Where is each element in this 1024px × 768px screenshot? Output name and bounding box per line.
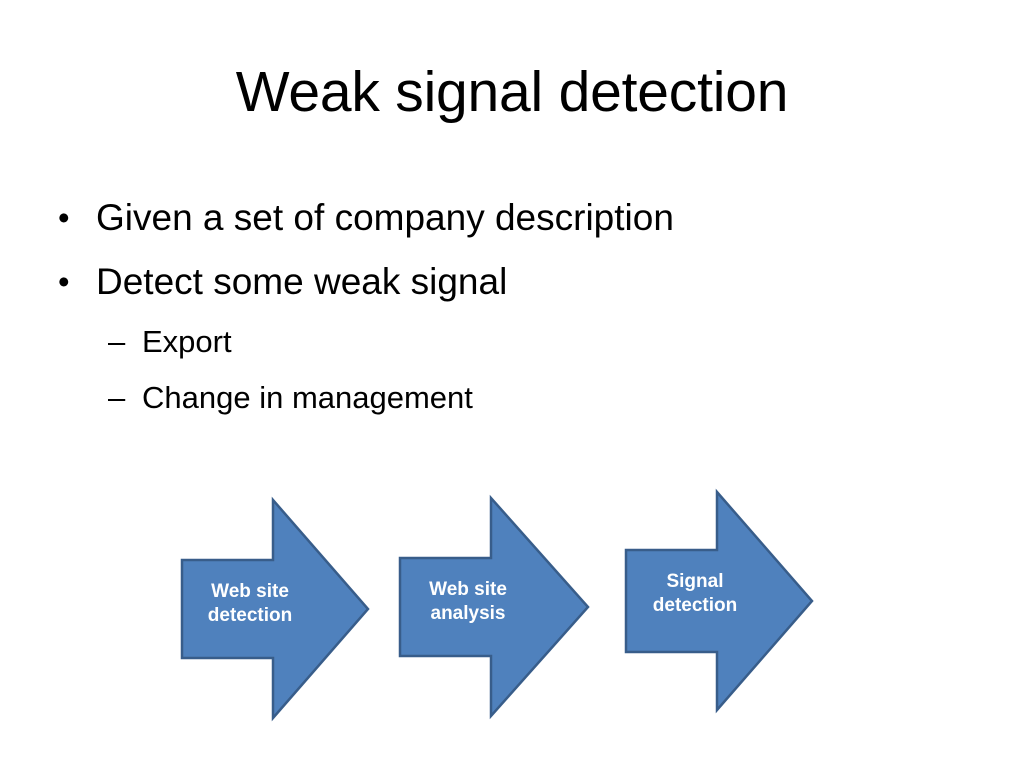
- list-item: • Given a set of company description: [58, 186, 958, 250]
- dash-marker-icon: –: [108, 324, 126, 359]
- list-item-label: Detect some weak signal: [96, 261, 508, 302]
- page-title: Weak signal detection: [235, 60, 789, 124]
- bullet-marker-icon: •: [58, 263, 70, 300]
- bullet-marker-icon: •: [58, 199, 70, 236]
- right-arrow-icon: [180, 496, 370, 722]
- list-item-label: Change in management: [142, 380, 473, 415]
- list-item-label: Export: [142, 324, 232, 359]
- dash-marker-icon: –: [108, 380, 126, 415]
- list-item: – Change in management: [108, 370, 958, 426]
- list-item: – Export: [108, 314, 958, 370]
- right-arrow-icon: [624, 488, 814, 714]
- list-item-label: Given a set of company description: [96, 197, 674, 238]
- process-arrow-1[interactable]: [180, 496, 370, 722]
- body-bullet-list: • Given a set of company description • D…: [58, 186, 958, 426]
- right-arrow-icon: [398, 494, 590, 720]
- process-arrow-3[interactable]: [624, 488, 814, 714]
- list-item: • Detect some weak signal: [58, 250, 958, 314]
- process-arrow-2[interactable]: [398, 494, 590, 720]
